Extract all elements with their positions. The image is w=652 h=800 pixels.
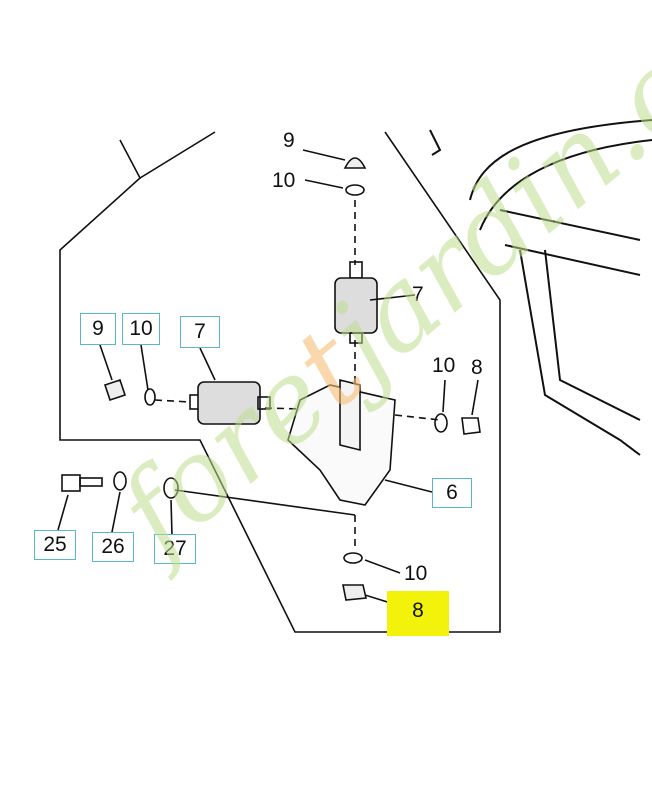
pointer-lines	[57, 149, 479, 606]
callout-right-10: 10	[432, 354, 456, 377]
callout-bracket-6: 6	[432, 478, 472, 508]
callout-top-9: 9	[283, 129, 295, 152]
top-isolator-icon	[334, 261, 378, 344]
outline-boundary	[59, 131, 501, 633]
callout-bolt-25: 25	[34, 530, 76, 560]
hardware-icons	[61, 413, 481, 601]
callout-top-10: 10	[272, 169, 296, 192]
left-isolator-icon	[103, 378, 271, 425]
callout-left-7: 7	[180, 316, 220, 348]
acorn-nut-icon	[343, 157, 367, 196]
bracket-icon	[287, 378, 396, 506]
callout-left-9: 9	[80, 313, 116, 345]
callout-right-8: 8	[471, 356, 483, 379]
callout-washer-27: 27	[154, 534, 196, 564]
frame-tubes	[429, 119, 652, 456]
leader-line	[174, 489, 356, 516]
callout-top-7: 7	[412, 283, 424, 306]
callout-bottom-10: 10	[404, 562, 428, 585]
callout-washer-26: 26	[92, 532, 134, 562]
callout-left-10: 10	[122, 313, 160, 345]
callout-bottom-8-highlighted: 8	[387, 591, 449, 636]
